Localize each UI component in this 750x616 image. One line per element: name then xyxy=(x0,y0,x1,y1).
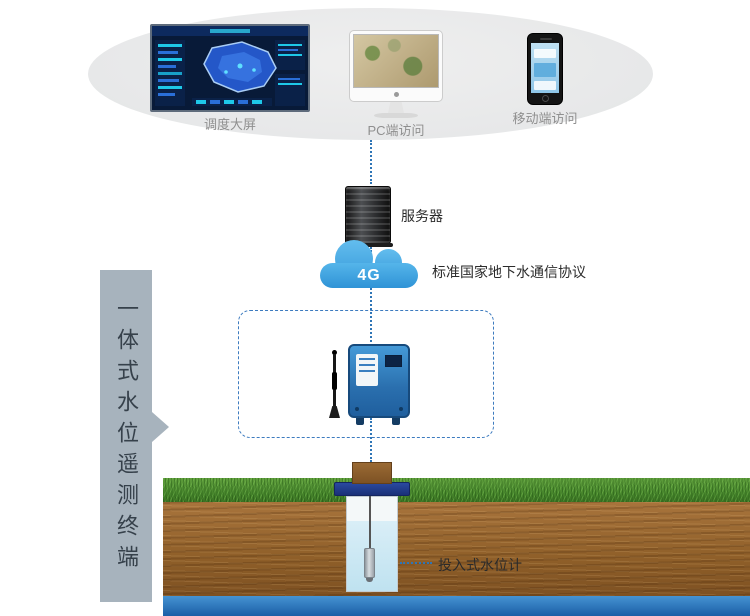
phone-app-card xyxy=(534,81,556,90)
pc-monitor xyxy=(349,30,443,118)
rtu-screw xyxy=(399,407,403,411)
server-base xyxy=(343,243,393,247)
link-ellipse-to-server xyxy=(370,140,372,184)
sensor-leader-line xyxy=(400,562,432,564)
pc-monitor-body xyxy=(349,30,443,102)
pc-map-screen xyxy=(353,34,439,88)
protocol-label: 标准国家地下水通信协议 xyxy=(432,264,586,280)
dashboard-screen-graphic xyxy=(152,26,308,110)
cloud-body xyxy=(320,263,418,288)
pc-logo-icon xyxy=(393,91,399,97)
well-cap-block xyxy=(352,462,392,484)
pc-monitor-chin xyxy=(353,88,439,100)
rtu-cable-gland xyxy=(356,418,364,425)
ground-cross-section xyxy=(163,478,750,616)
phone-speaker xyxy=(540,38,552,40)
link-terminal-to-well xyxy=(370,418,372,462)
big-screen-label: 调度大屏 xyxy=(203,117,256,132)
terminal-dashed-box xyxy=(238,310,494,438)
sensor-label: 投入式水位计 xyxy=(438,557,522,573)
rtu-label-panel xyxy=(356,354,378,386)
rtu-cable-gland xyxy=(392,418,400,425)
phone-home-button xyxy=(542,95,549,102)
rtu-telemetry-device xyxy=(348,344,410,418)
sensor-cable xyxy=(369,496,371,550)
water-level-sensor xyxy=(364,548,375,578)
antenna-sleeve xyxy=(332,372,337,390)
phone-app-card xyxy=(534,49,556,58)
groundwater-layer xyxy=(163,596,750,616)
dispatch-big-screen xyxy=(150,24,310,112)
cloud-4g-label: 4G xyxy=(357,267,381,284)
antenna-base xyxy=(329,406,340,418)
pc-label: PC端访问 xyxy=(367,123,425,138)
mobile-phone xyxy=(527,33,563,105)
rtu-screw xyxy=(355,407,359,411)
sensor-tip xyxy=(366,578,373,582)
server-label: 服务器 xyxy=(401,208,443,224)
mobile-label: 移动端访问 xyxy=(512,111,578,126)
well-head-bar xyxy=(334,482,410,496)
soil-layer xyxy=(163,502,750,596)
pc-monitor-stand xyxy=(388,102,404,113)
side-title-label: 一体式水位遥测终端 xyxy=(114,296,139,576)
side-arrow-icon xyxy=(152,412,169,442)
rtu-display xyxy=(385,355,402,367)
server-tower xyxy=(345,186,391,244)
link-cloud-to-terminal xyxy=(370,288,372,342)
phone-app-card xyxy=(534,63,556,77)
side-title-bar: 一体式水位遥测终端 xyxy=(100,270,152,602)
antenna-icon xyxy=(332,350,337,355)
grass-layer xyxy=(163,478,750,502)
phone-screen xyxy=(531,43,559,93)
pc-monitor-base xyxy=(374,113,418,118)
4g-cloud: 4G xyxy=(320,240,418,290)
